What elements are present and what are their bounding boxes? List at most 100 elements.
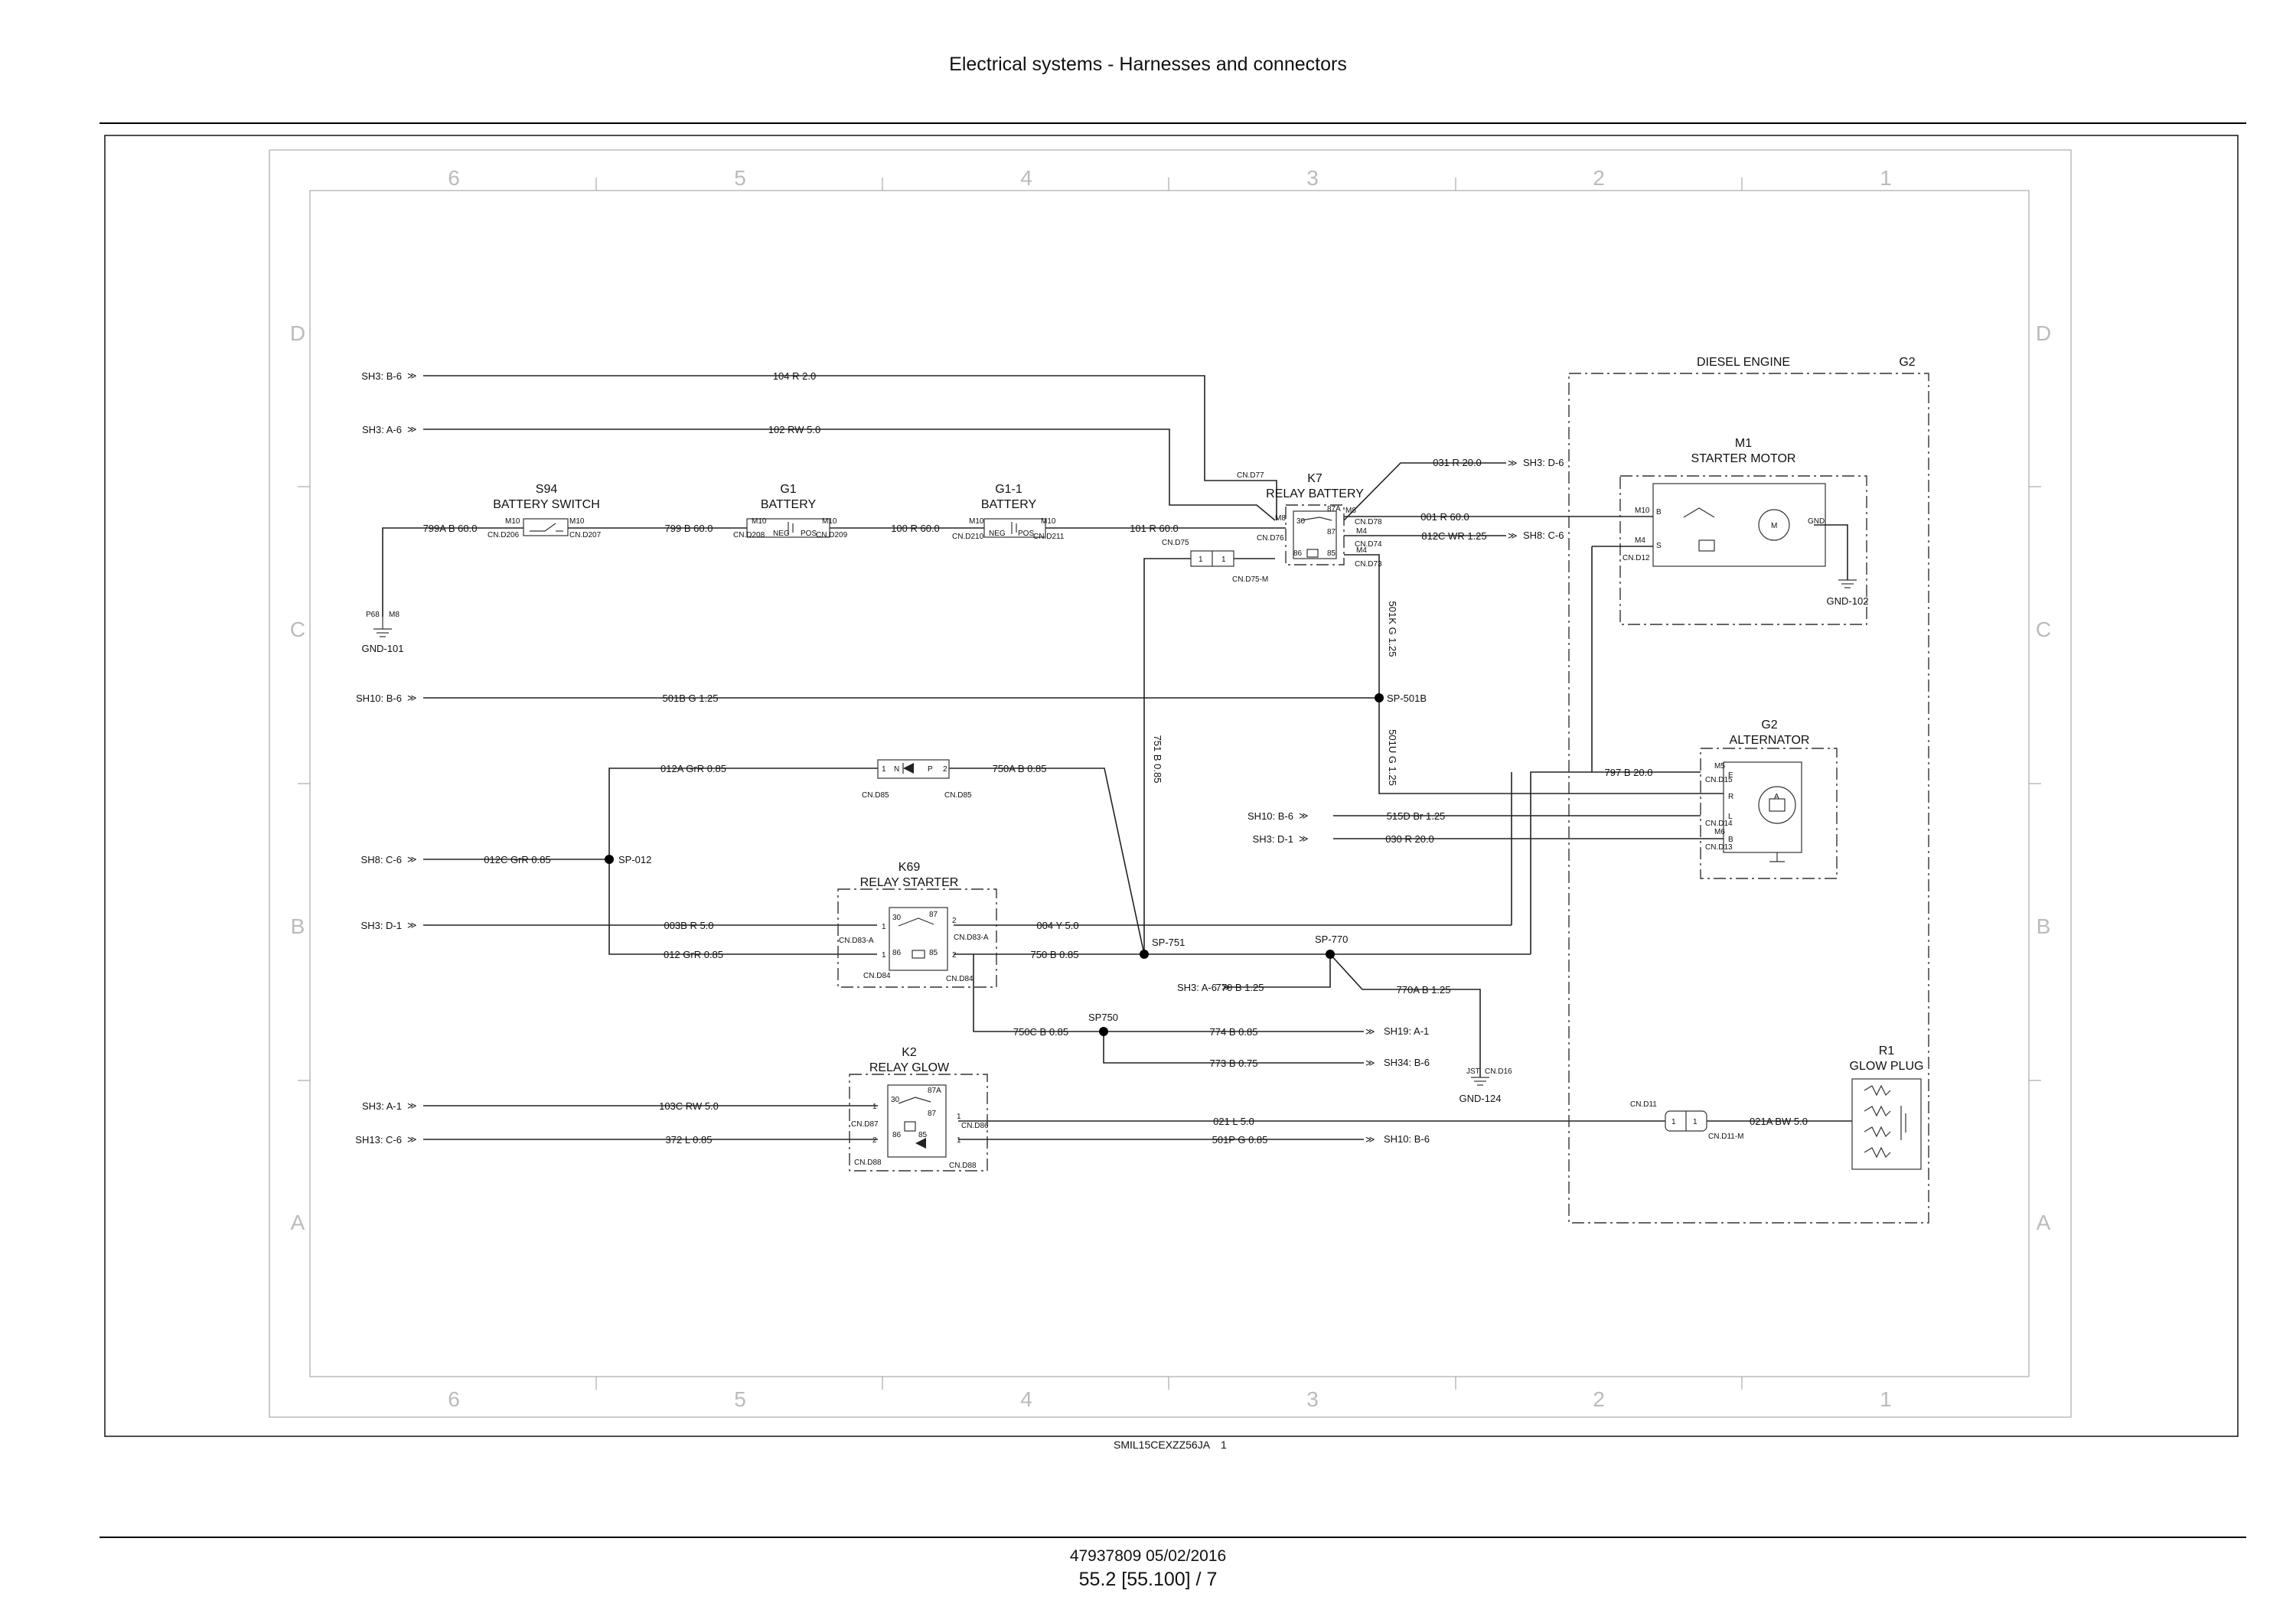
svg-text:≫: ≫ bbox=[1299, 810, 1309, 821]
m1-name: STARTER MOTOR bbox=[1691, 452, 1796, 465]
cn-d84-right: CN.D84 bbox=[946, 975, 974, 983]
pin-g11-m10-l: M10 bbox=[969, 517, 984, 526]
s94-id: S94 bbox=[536, 483, 558, 496]
offsheet-sh3-a6-b[interactable]: SH3: A-6 bbox=[1177, 982, 1217, 993]
offsheet-sh3-d6[interactable]: SH3: D-6 bbox=[1523, 457, 1564, 468]
cn-d11-m: CN.D11-M bbox=[1708, 1133, 1743, 1141]
offsheet-sh8-c6[interactable]: SH8: C-6 bbox=[361, 854, 402, 865]
pin-g11-pos: POS bbox=[1018, 530, 1034, 538]
cn-d16: CN.D16 bbox=[1485, 1067, 1512, 1076]
offsheet-sh3-d1-a[interactable]: SH3: D-1 bbox=[361, 920, 402, 931]
offsheet-sh13-c6[interactable]: SH13: C-6 bbox=[355, 1134, 402, 1146]
pin-d85-n: N bbox=[894, 765, 899, 774]
g2-name: ALTERNATOR bbox=[1730, 734, 1810, 747]
wire-012-label: 012 GrR 0.85 bbox=[664, 949, 723, 960]
offsheet-sh3-b6-a[interactable]: SH3: B-6 bbox=[361, 370, 402, 382]
offsheet-sh34-b6[interactable]: SH34: B-6 bbox=[1384, 1057, 1430, 1068]
pin-m1-m: M bbox=[1771, 522, 1777, 530]
wire-103c-label: 103C RW 5.0 bbox=[659, 1100, 719, 1112]
cn-d209: CN.D209 bbox=[816, 531, 848, 539]
pin-m1-m10: M10 bbox=[1635, 507, 1650, 515]
offsheet-sh10-b6-c[interactable]: SH10: B-6 bbox=[1384, 1133, 1430, 1145]
g2-id: G2 bbox=[1761, 719, 1777, 732]
g1-1-id: G1-1 bbox=[995, 483, 1022, 496]
alternator-g2 bbox=[1700, 748, 1838, 879]
pin-k69-30: 30 bbox=[892, 914, 902, 922]
glow-plug-r1 bbox=[1851, 1078, 1922, 1170]
diode-cn-d85 bbox=[877, 759, 950, 779]
splice-sp-012: SP-012 bbox=[618, 854, 651, 865]
pin-k69-87: 87 bbox=[929, 911, 938, 919]
wire-750-label: 750 B 0.85 bbox=[1031, 949, 1079, 960]
wire-750a-label: 750A B 0.85 bbox=[993, 763, 1047, 774]
svg-text:≫: ≫ bbox=[1365, 1058, 1375, 1068]
connector-cn-d11 bbox=[1665, 1110, 1707, 1132]
splice-sp-751: SP-751 bbox=[1152, 937, 1185, 948]
relay-glow-k2 bbox=[849, 1074, 988, 1172]
grid-col-6-bottom: 6 bbox=[448, 1387, 460, 1411]
svg-text:≫: ≫ bbox=[1221, 982, 1231, 992]
r1-name: GLOW PLUG bbox=[1850, 1060, 1924, 1073]
offsheet-sh3-d1-b[interactable]: SH3: D-1 bbox=[1253, 833, 1293, 845]
pin-k2-2a: 2 bbox=[872, 1136, 877, 1145]
gnd-101-label: GND-101 bbox=[362, 643, 404, 654]
svg-text:≫: ≫ bbox=[407, 424, 417, 435]
pin-d75-1b: 1 bbox=[1221, 556, 1226, 564]
cn-d208: CN.D208 bbox=[733, 531, 765, 539]
offsheet-sh19-a1[interactable]: SH19: A-1 bbox=[1384, 1025, 1429, 1037]
footer-rule bbox=[99, 1537, 2246, 1538]
offsheet-sh8-c6-b[interactable]: SH8: C-6 bbox=[1523, 530, 1564, 541]
wire-031-label: 031 R 20.0 bbox=[1433, 457, 1482, 468]
g1-1-name: BATTERY bbox=[981, 498, 1037, 511]
grid-col-5-top: 5 bbox=[734, 166, 746, 190]
grid-col-4-top: 4 bbox=[1020, 166, 1032, 190]
pin-k2-87a: 87A bbox=[928, 1087, 941, 1095]
svg-text:≫: ≫ bbox=[1365, 1026, 1375, 1037]
grid-row-c-right: C bbox=[2036, 618, 2051, 641]
offsheet-sh10-b6-a[interactable]: SH10: B-6 bbox=[356, 693, 402, 704]
pin-k7-m4-b: M4 bbox=[1356, 546, 1367, 555]
wire-799-label: 799 B 60.0 bbox=[665, 523, 713, 534]
cn-d88-right: CN.D88 bbox=[949, 1162, 977, 1170]
k2-name: RELAY GLOW bbox=[869, 1061, 950, 1074]
offsheet-sh3-a1[interactable]: SH3: A-1 bbox=[362, 1100, 402, 1112]
wire-012a-label: 012A GrR 0.85 bbox=[660, 763, 726, 774]
pin-k69-85: 85 bbox=[929, 949, 938, 957]
svg-text:≫: ≫ bbox=[407, 854, 417, 865]
battery-g1-1 bbox=[983, 518, 1046, 538]
svg-text:≫: ≫ bbox=[407, 1134, 417, 1145]
pin-k2-3: 1 bbox=[957, 1113, 961, 1121]
grid-col-3-bottom: 3 bbox=[1306, 1387, 1319, 1411]
pin-g11-neg: NEG bbox=[989, 530, 1006, 538]
wire-501u-label: 501U G 1.25 bbox=[1387, 729, 1398, 786]
gnd-102-label: GND-102 bbox=[1827, 595, 1869, 607]
pin-k69-2a: 2 bbox=[952, 917, 957, 925]
cn-d84-left: CN.D84 bbox=[863, 972, 891, 980]
r1-id: R1 bbox=[1879, 1045, 1895, 1058]
pin-d85-2: 2 bbox=[943, 765, 947, 774]
header-rule bbox=[99, 122, 2246, 124]
splice-points bbox=[605, 693, 1384, 1036]
cn-d15: CN.D15 bbox=[1705, 776, 1733, 784]
cn-d207: CN.D207 bbox=[569, 531, 602, 539]
cn-d13: CN.D13 bbox=[1705, 843, 1733, 852]
pin-g11-m10-r: M10 bbox=[1041, 517, 1056, 526]
grid-frame-outer bbox=[269, 149, 2072, 1418]
pin-k7-m8-l: M8 bbox=[1275, 514, 1286, 523]
wire-372-label: 372 L 0.85 bbox=[666, 1134, 713, 1146]
splice-sp750: SP750 bbox=[1088, 1012, 1118, 1023]
cn-d87: CN.D87 bbox=[851, 1120, 879, 1129]
offsheet-sh3-a6-a[interactable]: SH3: A-6 bbox=[362, 424, 402, 435]
pin-g2-m6: M6 bbox=[1714, 828, 1725, 836]
pin-k2-30: 30 bbox=[891, 1096, 900, 1104]
cn-d211: CN.D211 bbox=[1033, 533, 1065, 541]
outer-frame bbox=[104, 135, 2239, 1437]
grid-row-b-left: B bbox=[291, 914, 305, 938]
offsheet-sh10-b6-b[interactable]: SH10: B-6 bbox=[1247, 810, 1293, 822]
splice-sp-501b: SP-501B bbox=[1387, 693, 1427, 704]
s94-name: BATTERY SWITCH bbox=[493, 498, 600, 511]
cn-d210: CN.D210 bbox=[952, 533, 984, 541]
grid-col-6-top: 6 bbox=[448, 166, 460, 190]
diesel-engine-name: DIESEL ENGINE bbox=[1697, 356, 1790, 369]
wire-774-label: 774 B 0.85 bbox=[1210, 1026, 1258, 1038]
